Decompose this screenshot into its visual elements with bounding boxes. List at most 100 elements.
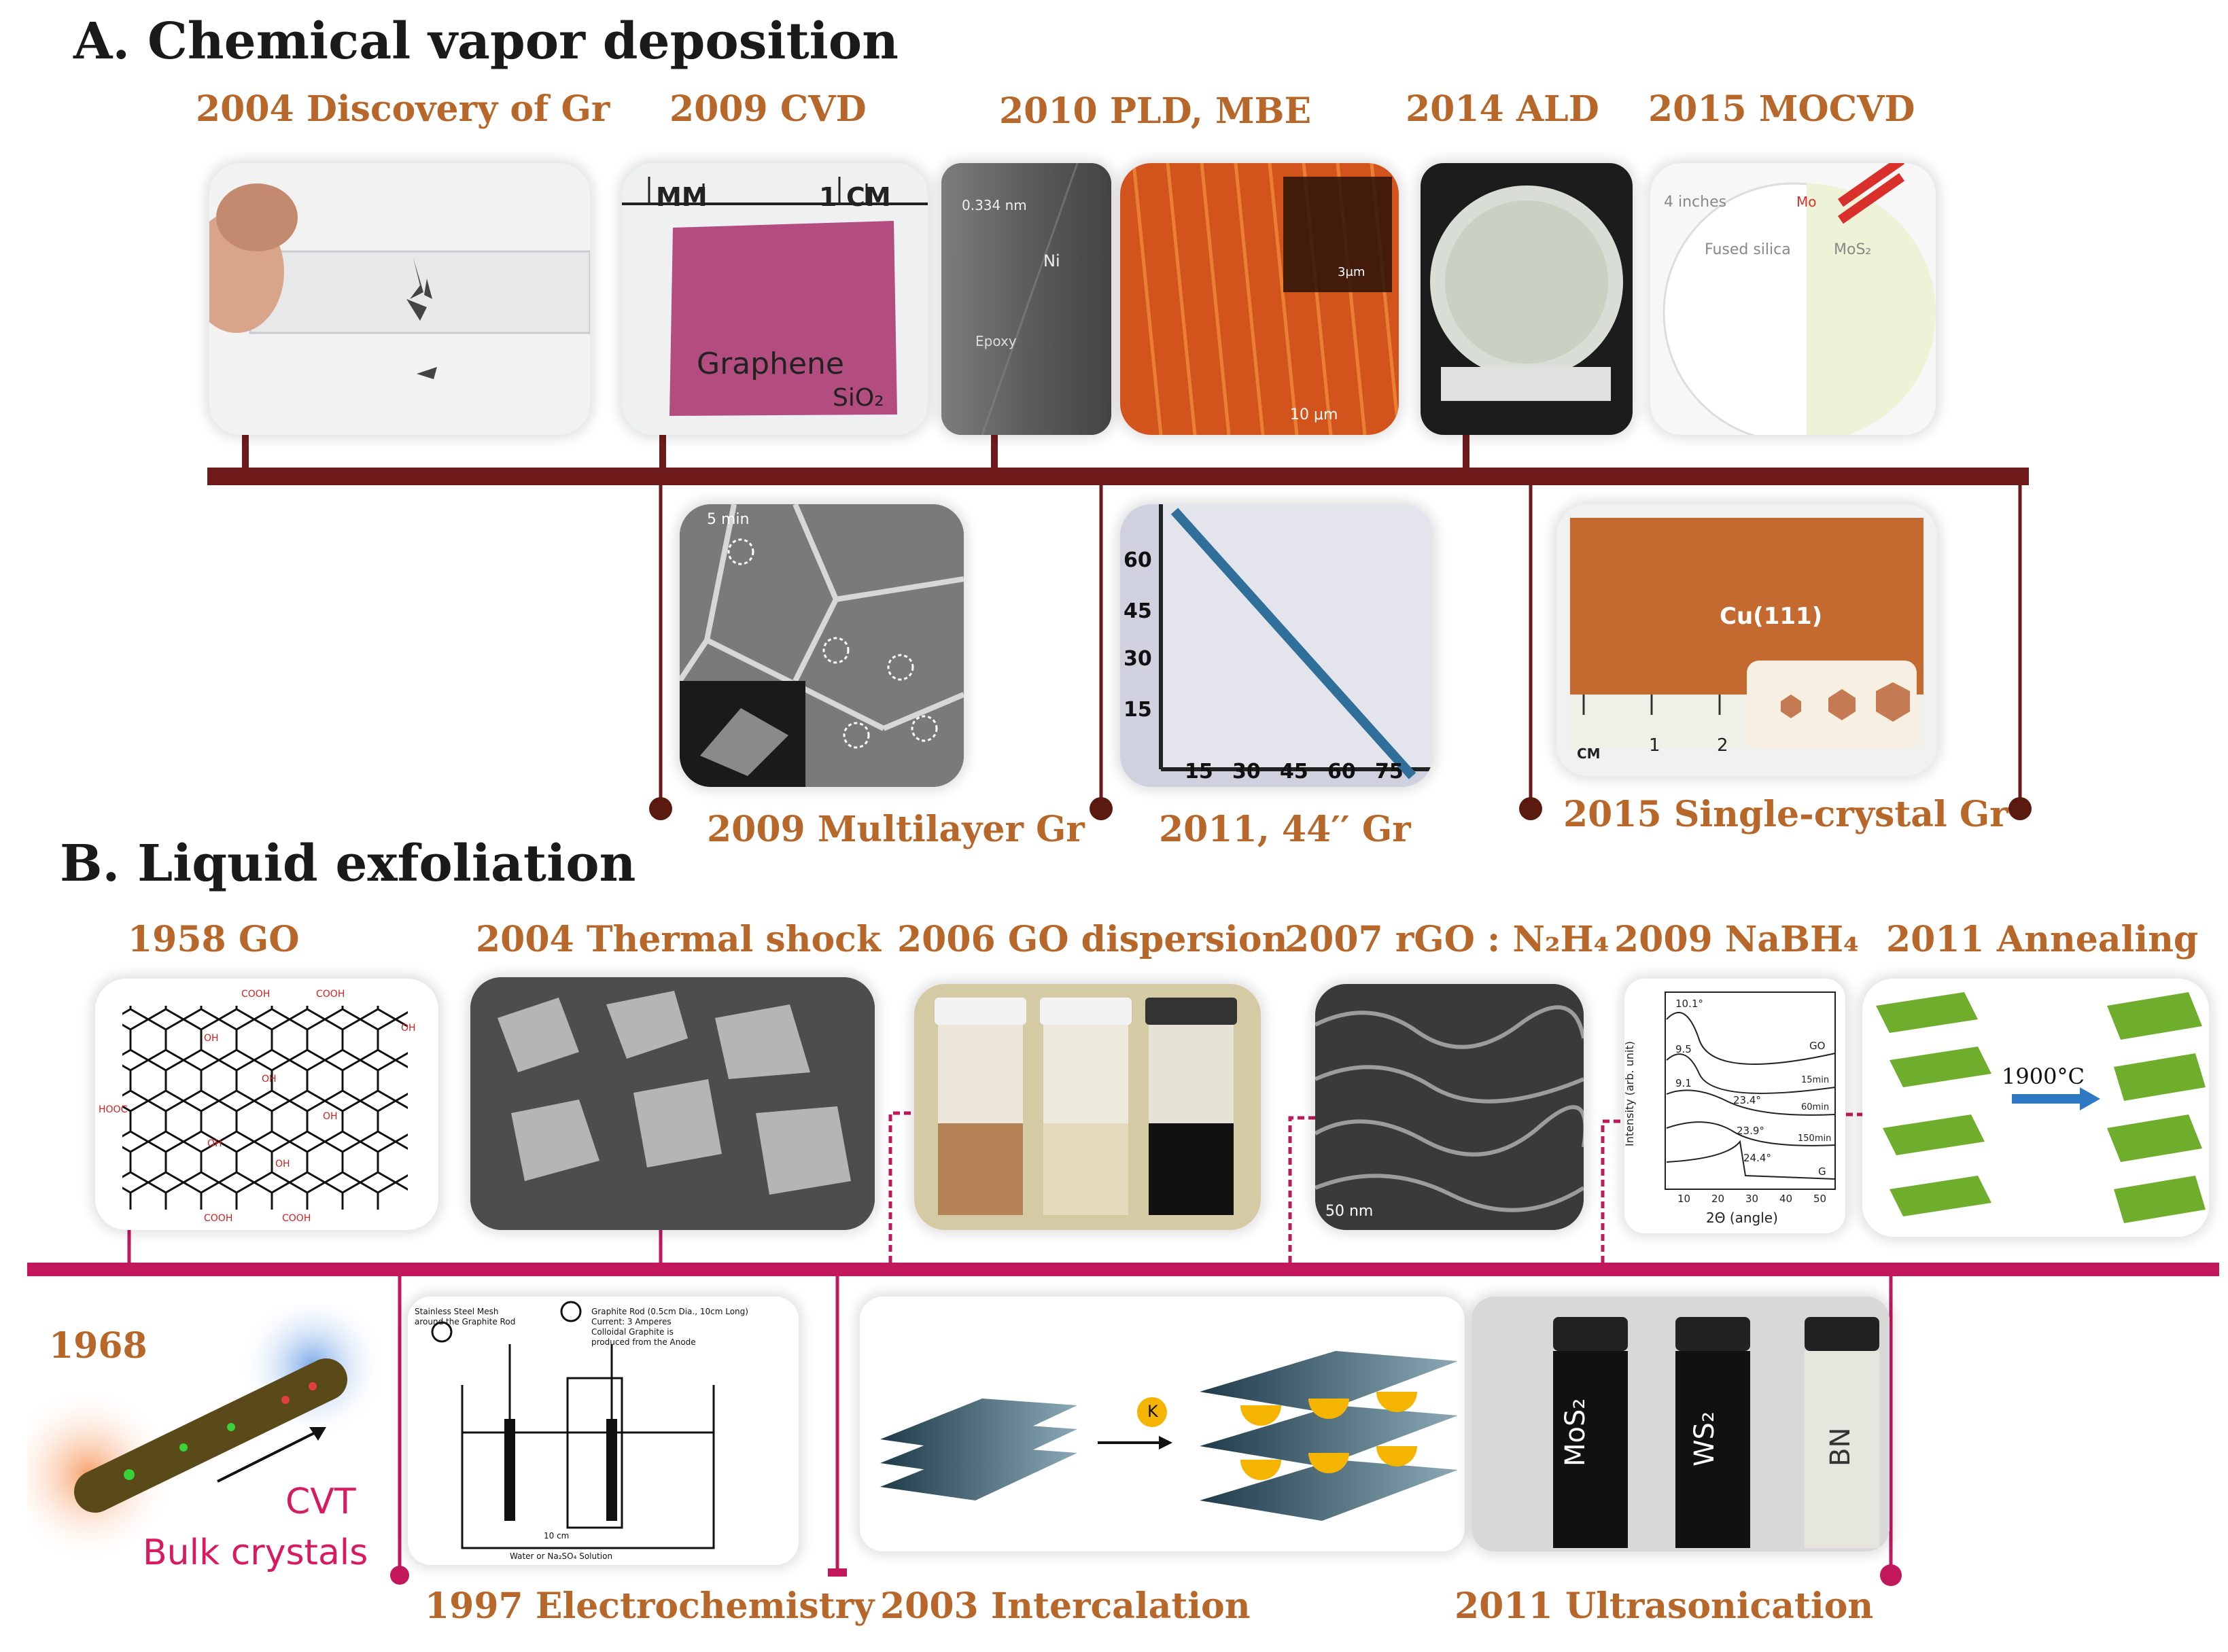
panel-tem-image: 0.334 nm Ni Epoxy <box>941 163 1111 435</box>
panel-ultrasonication: MoS₂ WS₂ BN <box>1472 1297 1890 1551</box>
timeline-b-bar <box>27 1263 2219 1276</box>
mocvd-inches: 4 inches <box>1664 194 1727 211</box>
label-2011-ultrasonication: 2011 Ultrasonication <box>1455 1585 1874 1627</box>
label-2004-discovery: 2004 Discovery of Gr <box>196 88 610 130</box>
label-2015-mocvd: 2015 MOCVD <box>1648 88 1915 130</box>
panel-intercalation: K <box>860 1297 1465 1551</box>
electro-text-5: Colloidal Graphite is <box>591 1327 674 1337</box>
xrd-peak-4: 23.4° <box>1733 1094 1761 1106</box>
inch44-xtick-75: 75 <box>1375 760 1404 784</box>
xrd-curve-go: GO <box>1809 1040 1826 1052</box>
xrd-curve-150: 150min <box>1798 1133 1832 1144</box>
go-group-11: COOH <box>282 1213 311 1224</box>
mocvd-material: MoS₂ <box>1834 241 1872 258</box>
panel-cu111: Cu(111) CM 1 2 <box>1556 504 1937 776</box>
label-1997-electrochemistry: 1997 Electrochemistry <box>425 1585 875 1627</box>
tem-ni: Ni <box>1043 251 1060 270</box>
cvd-ruler-cm: CM <box>846 182 891 212</box>
go-group-8: OH <box>207 1138 222 1149</box>
tem-spacing: 0.334 nm <box>962 197 1027 213</box>
panel-tape-exfoliation <box>209 163 590 435</box>
go-group-6: OH <box>262 1074 277 1085</box>
go-group-2: COOH <box>316 989 345 1000</box>
xrd-xtick-50: 50 <box>1813 1193 1827 1205</box>
tem-epoxy: Epoxy <box>975 333 1017 349</box>
label-2004-thermal-shock: 2004 Thermal shock <box>476 919 881 960</box>
panel-electrochemistry: Stainless Steel Mesh around the Graphite… <box>408 1297 799 1565</box>
label-2007-rgo: 2007 rGO : N₂H₄ <box>1285 919 1609 960</box>
panel-44inch-graphene: 60 45 30 15 15 30 45 60 75 <box>1120 504 1433 787</box>
label-2015-single-crystal: 2015 Single-crystal Gr <box>1563 794 2008 835</box>
xrd-curve-15: 15min <box>1801 1075 1830 1085</box>
go-group-9: OH <box>275 1159 290 1170</box>
inch44-xtick-15: 15 <box>1185 760 1213 784</box>
vial-bn: BN <box>1825 1427 1856 1466</box>
go-group-1: COOH <box>241 989 271 1000</box>
inch44-ytick-30: 30 <box>1124 647 1152 671</box>
electro-text-3: Graphite Rod (0.5cm Dia., 10cm Long) <box>591 1307 748 1316</box>
go-group-4: OH <box>401 1023 416 1034</box>
xrd-ylabel: Intensity (arb. unit) <box>1624 1041 1636 1146</box>
label-2011-44inch: 2011, 44′′ Gr <box>1159 809 1411 850</box>
panel-xrd-plot: Intensity (arb. unit) 2Θ (angle) 10.1° 9… <box>1624 979 1845 1233</box>
panel-go-structure: COOH COOH OH OH HOOC OH OH OH OH COOH CO… <box>95 979 438 1230</box>
electro-text-1: Stainless Steel Mesh <box>415 1307 499 1316</box>
label-2006-go-dispersion: 2006 GO dispersion <box>897 919 1288 960</box>
cvd-substrate: SiO₂ <box>833 384 884 412</box>
label-2003-intercalation: 2003 Intercalation <box>880 1585 1251 1627</box>
electro-text-2: around the Graphite Rod <box>415 1317 516 1326</box>
go-group-10: COOH <box>204 1213 233 1224</box>
xrd-xtick-20: 20 <box>1711 1193 1725 1205</box>
cu-label: Cu(111) <box>1720 603 1823 630</box>
intercalation-ion: K <box>1147 1402 1158 1421</box>
timeline-a-bar <box>207 468 2029 485</box>
electro-text-6: produced from the Anode <box>591 1337 696 1347</box>
cvd-ruler-mm: MM <box>656 182 708 212</box>
panel-mbe-image: 3μm 10 μm <box>1120 163 1399 435</box>
xrd-xtick-30: 30 <box>1745 1193 1759 1205</box>
label-2009-cvd: 2009 CVD <box>669 88 867 130</box>
xrd-peak-1: 10.1° <box>1675 998 1703 1010</box>
inch44-xtick-60: 60 <box>1327 760 1356 784</box>
panel-cvt-rod: CVT Bulk crystals <box>27 1305 381 1590</box>
inch44-xtick-45: 45 <box>1280 760 1308 784</box>
go-group-7: OH <box>323 1111 338 1122</box>
label-2009-nabh4: 2009 NaBH₄ <box>1614 919 1859 960</box>
vial-mos2: MoS₂ <box>1560 1398 1591 1466</box>
label-2009-multilayer: 2009 Multilayer Gr <box>707 809 1085 850</box>
rgo-scale: 50 nm <box>1325 1203 1374 1220</box>
cu-ruler-2: 2 <box>1717 735 1728 756</box>
inch44-ytick-15: 15 <box>1124 698 1152 722</box>
cu-ruler-cm: CM <box>1577 745 1601 762</box>
mocvd-silica: Fused silica <box>1705 241 1791 258</box>
mbe-scale: 10 μm <box>1290 406 1338 423</box>
xrd-xtick-40: 40 <box>1779 1193 1793 1205</box>
panel-go-dispersion <box>914 984 1261 1230</box>
cvt-label: CVT <box>285 1481 356 1522</box>
panel-annealing: 1900°C <box>1862 979 2209 1237</box>
panel-rgo-sem: 50 nm <box>1315 984 1584 1230</box>
xrd-curve-g: G <box>1818 1165 1826 1178</box>
cu-ruler-1: 1 <box>1649 735 1660 756</box>
inch44-xtick-30: 30 <box>1232 760 1261 784</box>
xrd-curve-60: 60min <box>1801 1102 1830 1112</box>
xrd-peak-3: 9.1 <box>1675 1077 1692 1089</box>
vial-ws2: WS₂ <box>1689 1411 1720 1466</box>
go-group-3: OH <box>204 1033 219 1044</box>
panel-mocvd-wafer: 4 inches Fused silica MoS₂ Mo <box>1650 163 1936 435</box>
electro-text-7: 10 cm <box>544 1531 570 1541</box>
inch44-ytick-45: 45 <box>1124 599 1152 623</box>
go-group-5: HOOC <box>99 1104 128 1115</box>
annealing-temp: 1900°C <box>2002 1064 2085 1089</box>
panel-multilayer-sem: 5 min <box>680 504 964 787</box>
xrd-xtick-10: 10 <box>1677 1193 1691 1205</box>
label-1968: 1968 <box>49 1325 147 1367</box>
xrd-peak-2: 9.5 <box>1675 1043 1692 1055</box>
cvd-caption: Graphene <box>697 347 844 381</box>
label-2010-pld-mbe: 2010 PLD, MBE <box>999 90 1312 132</box>
xrd-peak-5: 23.9° <box>1737 1125 1764 1137</box>
section-a-title: A. Chemical vapor deposition <box>73 12 899 71</box>
label-2011-annealing: 2011 Annealing <box>1886 919 2199 960</box>
mocvd-mo: Mo <box>1796 194 1817 210</box>
